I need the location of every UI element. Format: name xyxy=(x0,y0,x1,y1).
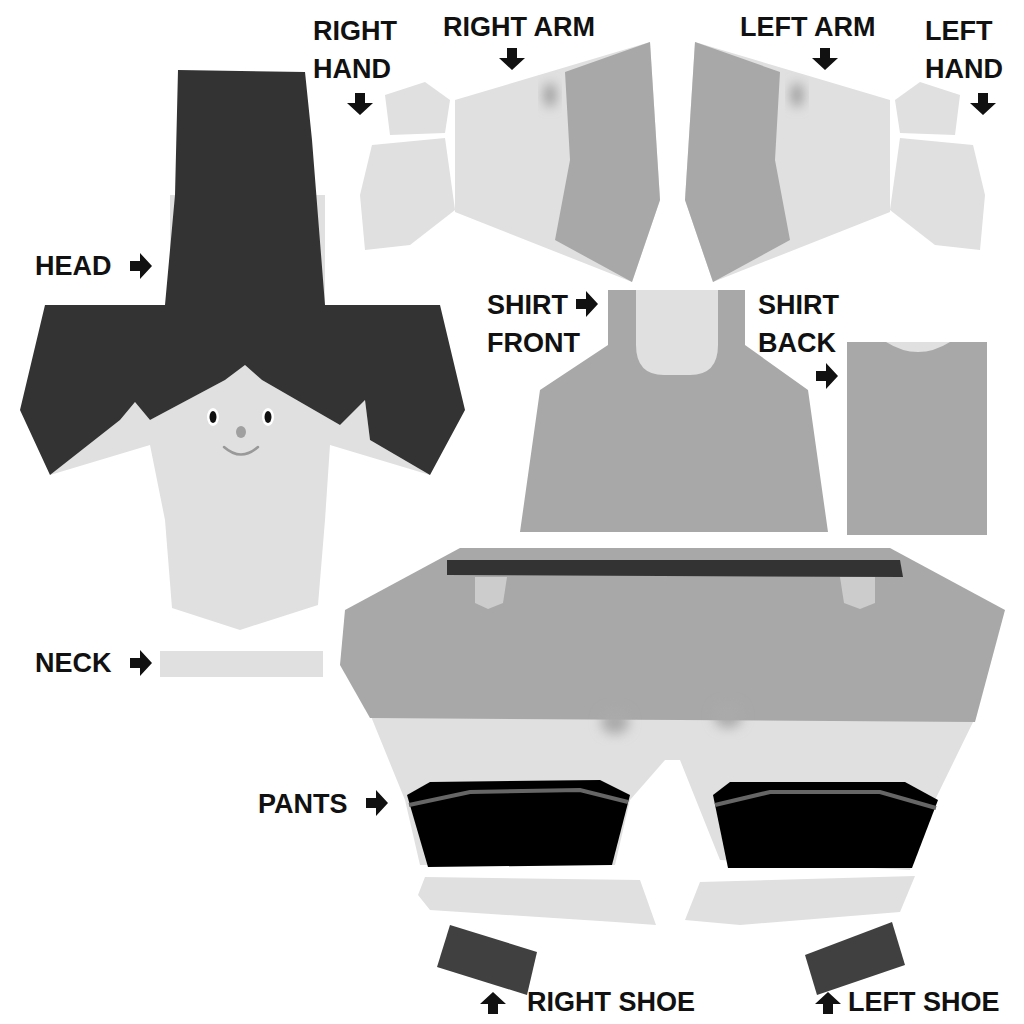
pants-texture xyxy=(340,548,1005,870)
part-label: NECK xyxy=(35,644,112,682)
part-label: LEFT ARM xyxy=(740,8,875,46)
neck-texture xyxy=(160,651,323,677)
shirt-back-texture xyxy=(847,342,987,535)
pointer-arrows xyxy=(130,48,996,1014)
right-hand-texture xyxy=(360,82,455,250)
shoe-texture xyxy=(418,876,915,995)
right-arm-texture xyxy=(455,42,660,282)
part-label: LEFT SHOE xyxy=(848,983,1000,1021)
shirt-front-texture xyxy=(520,290,828,532)
left-hand-texture xyxy=(890,82,985,250)
part-label: LEFT HAND xyxy=(925,12,1003,88)
part-label: RIGHT ARM xyxy=(443,8,595,46)
left-arm-texture xyxy=(685,42,890,282)
part-label: HEAD xyxy=(35,247,112,285)
part-label: RIGHT HAND xyxy=(313,12,397,88)
part-label: SHIRT BACK xyxy=(758,286,839,362)
part-label: PANTS xyxy=(258,785,348,823)
part-label: RIGHT SHOE xyxy=(527,983,695,1021)
head-texture xyxy=(20,70,465,630)
part-label: SHIRT FRONT xyxy=(487,286,580,362)
